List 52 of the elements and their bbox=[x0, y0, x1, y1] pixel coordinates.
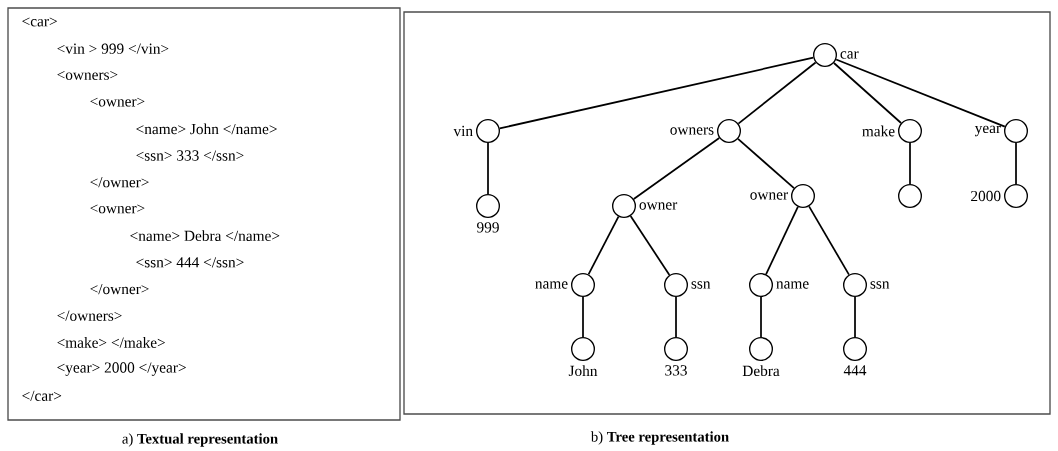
tree-edge bbox=[835, 58, 1006, 128]
tree-edge bbox=[760, 296, 762, 338]
node-label: 333 bbox=[665, 365, 687, 376]
tree-edge bbox=[833, 62, 902, 124]
tree-edge bbox=[765, 206, 799, 275]
code-line: <owner> bbox=[90, 204, 145, 214]
node-label: owner bbox=[639, 202, 678, 210]
tree-edge bbox=[1015, 142, 1017, 185]
tree-edge bbox=[909, 142, 911, 185]
tree-edge bbox=[632, 137, 721, 200]
code-line: <year> 2000 </year> bbox=[57, 362, 186, 376]
node-label: name bbox=[776, 281, 809, 289]
tree-edge bbox=[808, 205, 850, 276]
tree-edge bbox=[498, 56, 815, 130]
node-label: vin bbox=[453, 125, 473, 137]
node-label: 444 bbox=[843, 365, 867, 376]
code-line: <vin > 999 </vin> bbox=[57, 43, 169, 54]
code-line: </car> bbox=[22, 390, 62, 401]
node-label: 2000 bbox=[971, 190, 1001, 202]
node-label: ssn bbox=[691, 281, 711, 289]
node-label: 999 bbox=[477, 222, 499, 233]
tree-edge bbox=[854, 296, 856, 338]
node-label: year bbox=[974, 125, 1001, 137]
tree-edge bbox=[629, 215, 671, 276]
node-label: John bbox=[568, 365, 598, 377]
tree-edge bbox=[737, 138, 795, 189]
code-line: <owners> bbox=[57, 70, 118, 80]
code-line: <make> </make> bbox=[57, 337, 165, 348]
code-line: <owner> bbox=[90, 97, 145, 107]
code-line: <name> John </name> bbox=[136, 123, 277, 135]
tree-node bbox=[898, 184, 922, 208]
node-label: ssn bbox=[870, 281, 890, 289]
code-line: </owner> bbox=[90, 177, 149, 188]
code-line: <ssn> 444 </ssn> bbox=[136, 257, 244, 268]
code-line: <car> bbox=[22, 17, 57, 27]
panel-caption: b) Tree representation bbox=[590, 431, 729, 445]
tree-edge bbox=[487, 142, 489, 195]
code-line: <name> Debra </name> bbox=[130, 230, 280, 241]
code-line: </owner> bbox=[90, 283, 149, 295]
code-line: </owners> bbox=[57, 310, 122, 321]
node-label: owner bbox=[750, 192, 788, 200]
node-label: Debra bbox=[742, 365, 780, 377]
code-line: <ssn> 333 </ssn> bbox=[136, 150, 244, 161]
tree-edge bbox=[737, 61, 817, 125]
tree-edge bbox=[587, 215, 620, 276]
panel-caption: a) Textual representation bbox=[122, 433, 278, 447]
node-label: car bbox=[840, 51, 859, 59]
tree-edge bbox=[675, 296, 677, 338]
node-label: make bbox=[862, 125, 895, 137]
node-label: name bbox=[535, 281, 568, 289]
tree-edge bbox=[582, 296, 584, 338]
node-label: owners bbox=[670, 127, 714, 135]
